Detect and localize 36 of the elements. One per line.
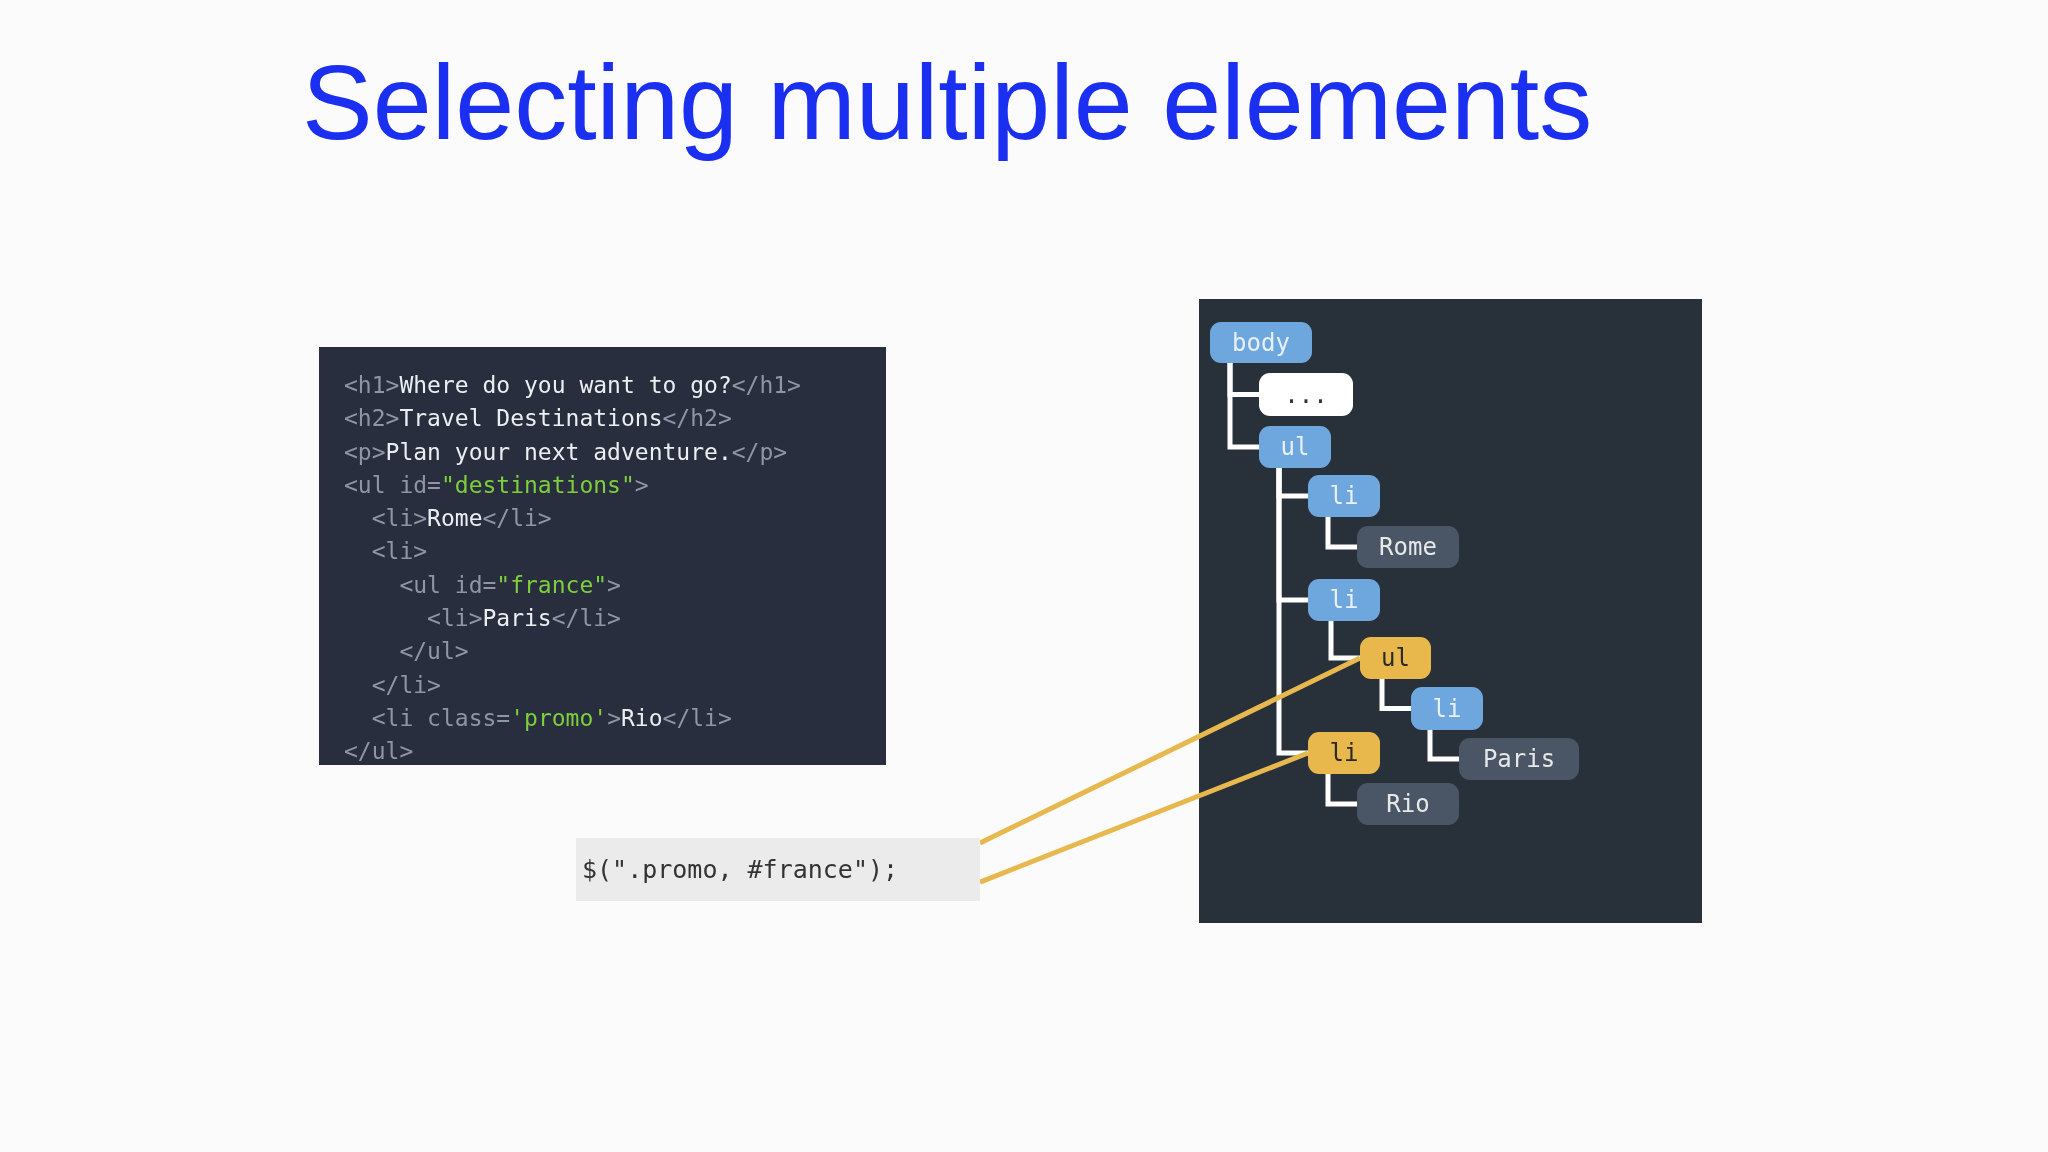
text-node-tag: Rio bbox=[1357, 783, 1459, 825]
tree-bracket bbox=[1325, 774, 1357, 807]
selected-element-tag: ul bbox=[1360, 637, 1431, 679]
text-node-tag: Rome bbox=[1357, 526, 1459, 568]
element-tag: li bbox=[1308, 579, 1380, 621]
tree-bracket bbox=[1427, 730, 1459, 762]
tree-bracket bbox=[1276, 468, 1308, 756]
tree-bracket bbox=[1328, 621, 1360, 661]
selector-line bbox=[979, 750, 1309, 885]
code-line: <ul id="destinations"> bbox=[344, 470, 650, 500]
code-line: <h2>Travel Destinations</h2> bbox=[344, 404, 733, 434]
code-snippet: $(".promo, #france"); bbox=[576, 838, 980, 901]
code-line: <li>Paris</li> bbox=[426, 604, 622, 634]
tree-bracket bbox=[1227, 363, 1259, 450]
code-line: <p>Plan your next adventure.</p> bbox=[344, 437, 789, 467]
code-panel bbox=[319, 347, 886, 765]
code-line: <li>Rome</li> bbox=[370, 504, 553, 534]
tree-bracket bbox=[1325, 517, 1357, 550]
code-line: <ul id="france"> bbox=[398, 570, 622, 600]
element-tag: li bbox=[1411, 687, 1483, 730]
element-tag: body bbox=[1210, 322, 1312, 363]
selector-line bbox=[978, 655, 1362, 846]
code-line: <li class='promo'>Rio</li> bbox=[370, 703, 733, 733]
collapsed-tag: ... bbox=[1259, 373, 1353, 416]
tree-panel bbox=[1199, 299, 1702, 923]
code-line: <li> bbox=[370, 537, 429, 567]
code-line: </ul> bbox=[398, 637, 470, 667]
element-tag: li bbox=[1308, 475, 1380, 517]
code-line: </ul> bbox=[344, 737, 415, 767]
code-line: <h1>Where do you want to go?</h1> bbox=[344, 371, 802, 400]
text-node-tag: Paris bbox=[1459, 738, 1579, 780]
tree-bracket bbox=[1379, 679, 1411, 711]
selected-element-tag: li bbox=[1308, 732, 1380, 774]
slide-title: Selecting multiple elements bbox=[302, 42, 1593, 163]
element-tag: ul bbox=[1259, 426, 1331, 468]
code-line: </li> bbox=[370, 670, 442, 700]
